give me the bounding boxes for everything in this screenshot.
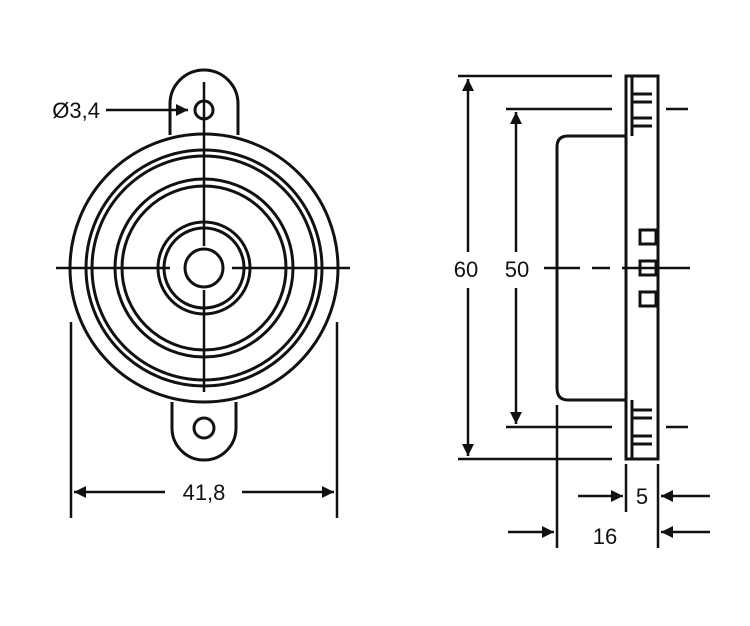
sound-aperture: [183, 247, 225, 289]
terminal-bottom: [638, 290, 658, 308]
side-body: [555, 134, 628, 402]
front-center-lines: [56, 82, 350, 392]
body-height-label: 50: [505, 257, 529, 282]
terminal-top: [638, 228, 658, 246]
side-view: [555, 74, 660, 461]
overall-height-label: 60: [454, 257, 478, 282]
side-center-lines: [544, 107, 690, 429]
overall-depth-label: 16: [593, 524, 617, 549]
top-mounting-tab: [168, 68, 240, 135]
flange-thickness-label: 5: [636, 484, 648, 509]
front-dimensions: [69, 104, 339, 518]
side-dimensions: [458, 74, 710, 548]
bottom-mounting-tab: [170, 402, 238, 462]
overall-width-label: 41,8: [183, 480, 226, 505]
hole-diameter-label: Ø3,4: [52, 98, 100, 123]
bottom-mounting-hole: [192, 416, 216, 440]
